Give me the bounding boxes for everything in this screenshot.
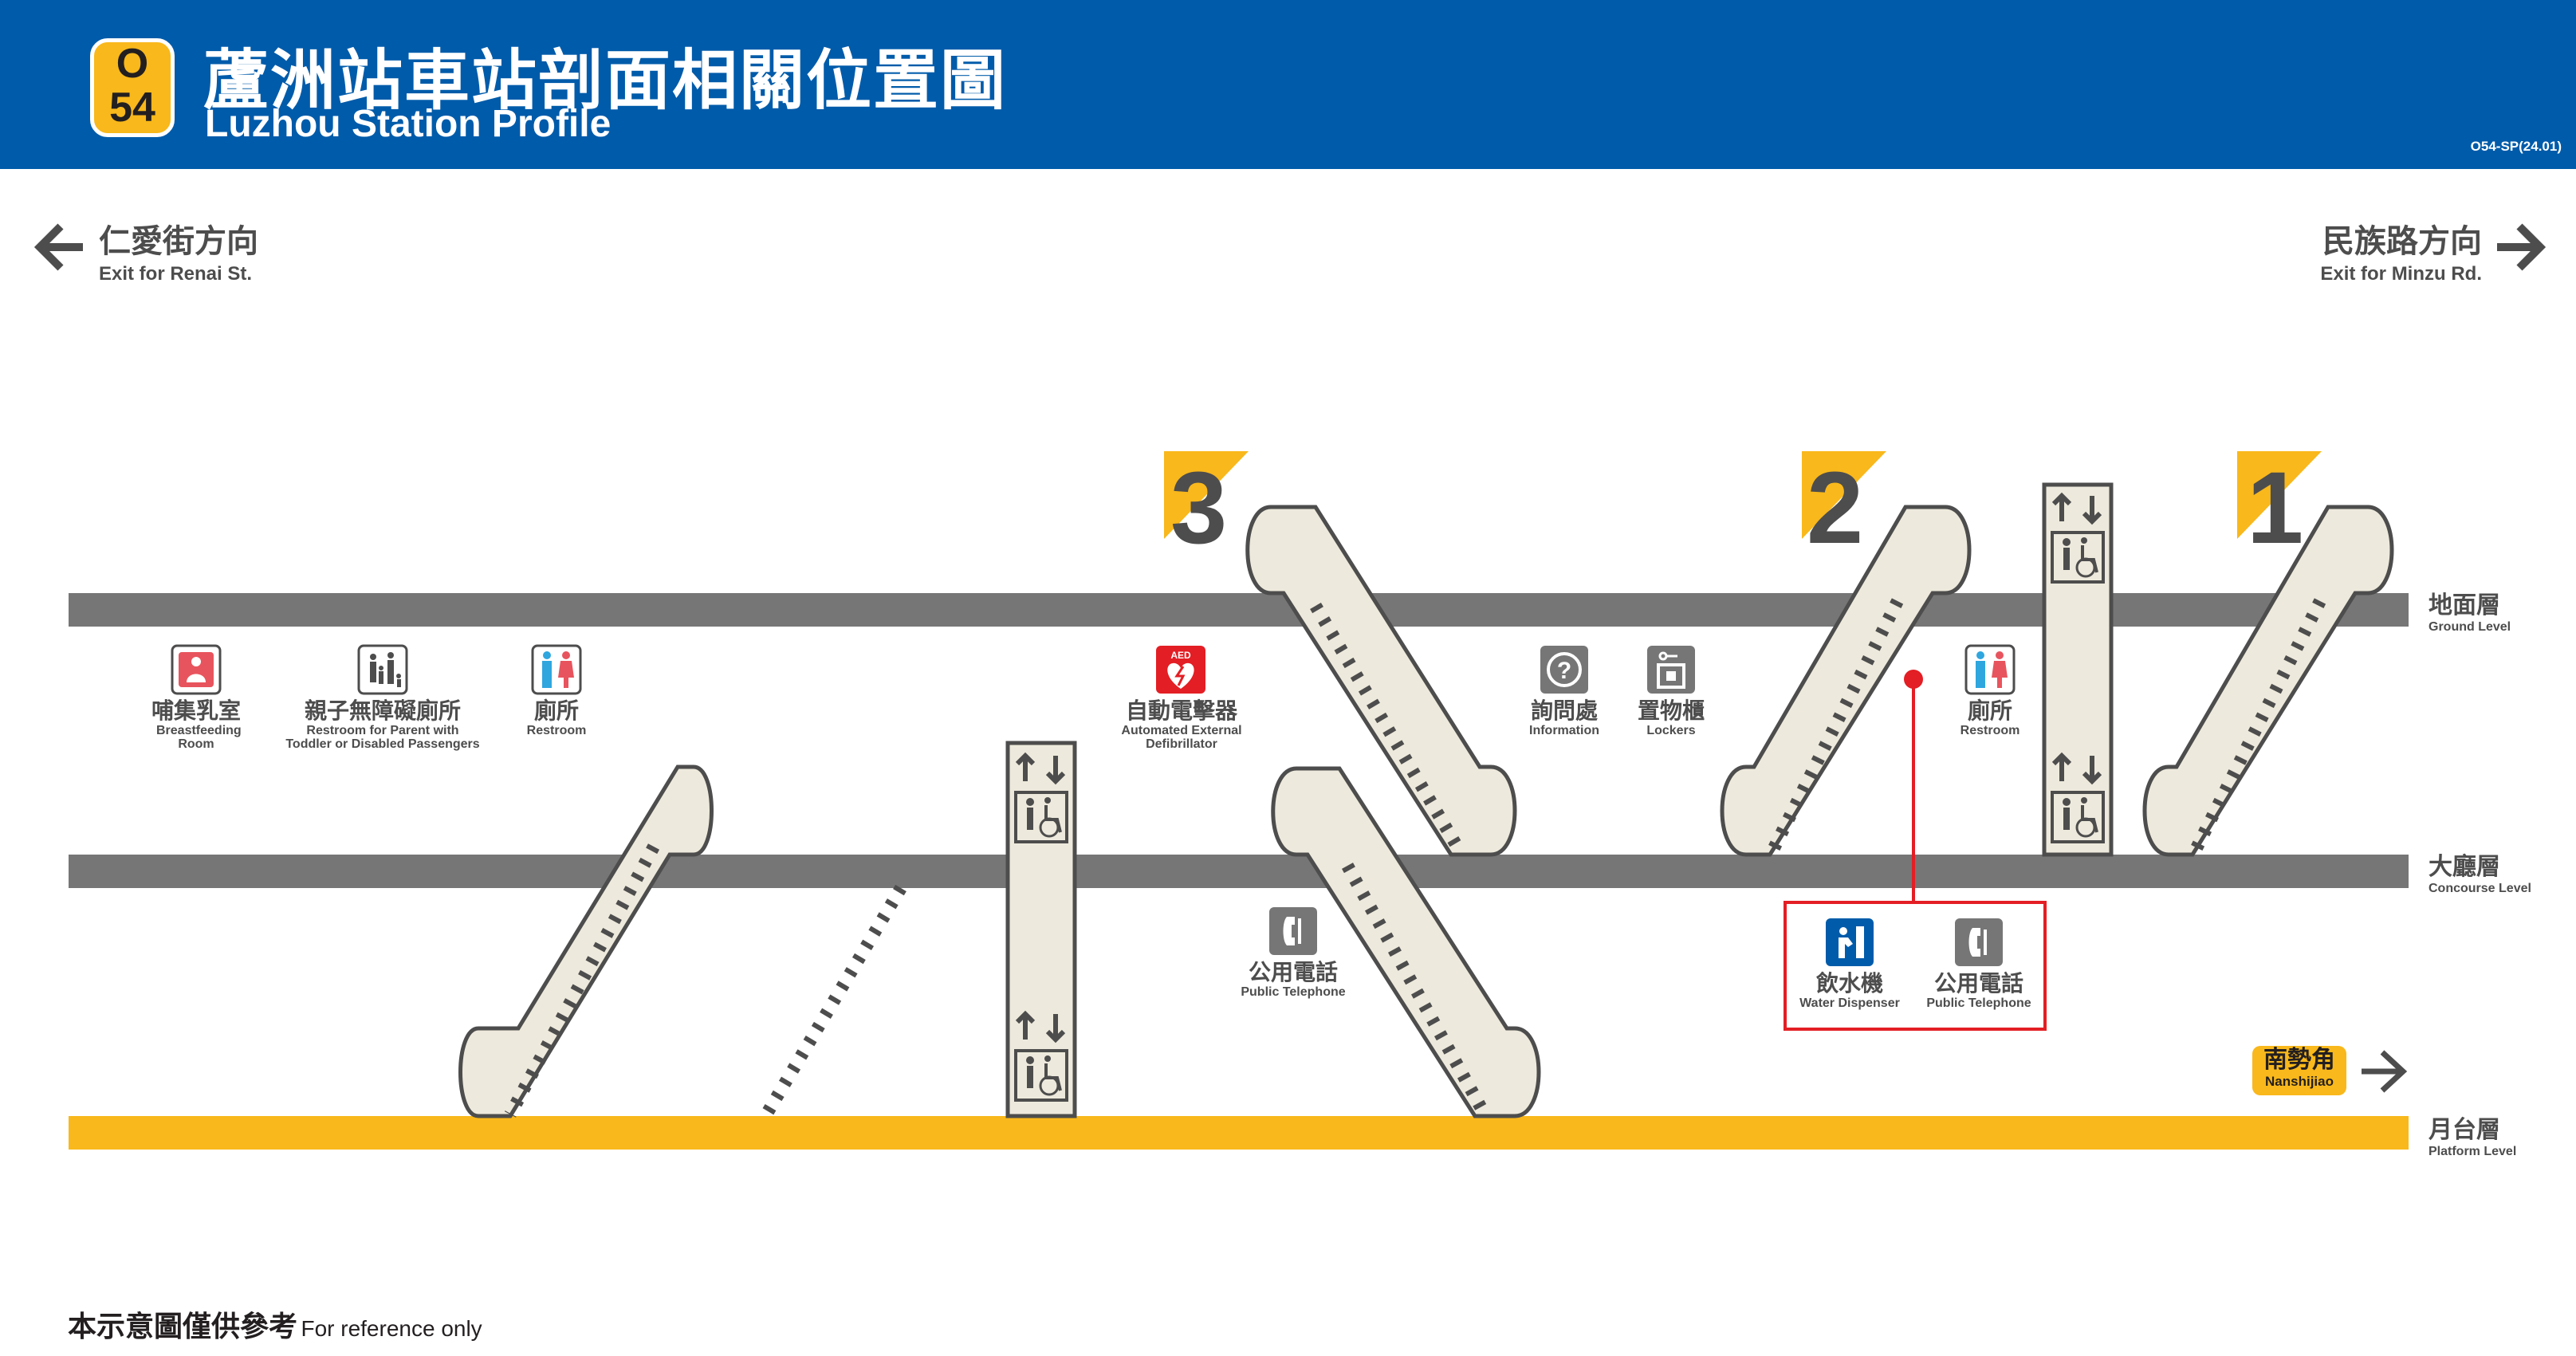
exit-2-number: 2 [1807, 451, 1864, 565]
facility-telephone-mid-zh: 公用電話 [1248, 959, 1338, 985]
reference-note-en: For reference only [301, 1316, 482, 1341]
reference-note: 本示意圖僅供參考 For reference only [68, 1303, 482, 1345]
terminus-zh: 南勢角 [2263, 1046, 2335, 1074]
escalator-left-platform [458, 764, 714, 1118]
terminus-badge: 南勢角 Nanshijiao [2252, 1046, 2346, 1095]
facility-lockers: 置物櫃 Lockers [1551, 698, 1791, 738]
direction-left: 仁愛街方向 Exit for Renai St. [99, 215, 258, 285]
exit-3-marker [1164, 451, 1249, 539]
elevator-icon [2051, 492, 2105, 584]
escalator-exit-1 [2142, 505, 2394, 857]
elevator-icon [1014, 752, 1068, 843]
information-icon: ? [1540, 646, 1588, 694]
terminus-en: Nanshijiao [2265, 1074, 2334, 1089]
direction-right-en: Exit for Minzu Rd. [2320, 263, 2482, 285]
facility-breastfeeding-zh: 哺集乳室 [151, 698, 241, 724]
facility-telephone-right-en: Public Telephone [1926, 996, 2031, 1010]
escalator-mid-platform [1271, 766, 1541, 1118]
aed-icon: AED [1156, 646, 1205, 694]
water-dispenser-icon [1826, 918, 1874, 966]
facility-restroom-right: 廁所 Restroom [1870, 698, 2110, 738]
facility-callout-box [1784, 901, 2047, 1031]
level-concourse-zh: 大廳層 [2429, 853, 2500, 881]
facility-family-restroom-en1: Restroom for Parent with [306, 724, 459, 737]
facility-restroom-left-zh: 廁所 [533, 698, 579, 724]
page-subtitle: Luzhou Station Profile [205, 103, 612, 145]
aed-icon-text: AED [1170, 650, 1191, 661]
level-ground: 地面層 Ground Level [2429, 585, 2511, 635]
arrow-left-icon [33, 223, 83, 271]
facility-telephone-right: 公用電話 Public Telephone [1859, 970, 2098, 1011]
facility-lockers-en: Lockers [1646, 724, 1696, 737]
restroom-icon [531, 644, 582, 695]
level-ground-en: Ground Level [2429, 620, 2511, 634]
level-platform-zh: 月台層 [2429, 1116, 2500, 1144]
facility-restroom-left-en: Restroom [526, 724, 587, 737]
exit-1-number: 1 [2247, 451, 2304, 565]
lockers-icon [1647, 646, 1695, 694]
telephone-icon [1955, 918, 2003, 966]
facility-restroom-left: 廁所 Restroom [437, 698, 676, 738]
breastfeeding-room-icon [171, 644, 222, 695]
level-concourse: 大廳層 Concourse Level [2429, 847, 2531, 896]
facility-lockers-zh: 置物櫃 [1637, 698, 1705, 724]
level-platform: 月台層 Platform Level [2429, 1110, 2516, 1159]
facility-restroom-right-en: Restroom [1960, 724, 2020, 737]
platform-floor-slab [69, 1116, 2409, 1150]
level-ground-zh: 地面層 [2429, 592, 2500, 619]
direction-left-zh: 仁愛街方向 [99, 223, 258, 260]
header-bar: O 54 蘆洲站車站剖面相關位置圖 Luzhou Station Profile… [0, 0, 2576, 169]
facility-aed-zh: 自動電擊器 [1125, 698, 1237, 724]
stairs-platform [760, 884, 907, 1120]
page-title: 蘆洲站車站剖面相關位置圖 [203, 43, 1008, 119]
direction-right-zh: 民族路方向 [2322, 223, 2482, 260]
exit-1-marker [2237, 451, 2322, 539]
facility-information-zh: 詢問處 [1530, 698, 1598, 724]
facility-water-zh: 飲水機 [1815, 970, 1883, 996]
restroom-icon [1964, 644, 2016, 695]
level-concourse-en: Concourse Level [2429, 882, 2531, 895]
map-code: O54-SP(24.01) [2470, 139, 2562, 154]
facility-aed: 自動電擊器 Automated External Defibrillator [1062, 698, 1301, 752]
facility-aed-en2: Defibrillator [1146, 737, 1217, 751]
facility-telephone-mid-en: Public Telephone [1241, 985, 1346, 999]
facility-family-restroom: 親子無障礙廁所 Restroom for Parent with Toddler… [263, 698, 502, 752]
facility-water: 飲水機 Water Dispenser [1730, 970, 1969, 1011]
exit-3-number: 3 [1170, 451, 1228, 565]
exit-2-marker [1802, 451, 1886, 539]
badge-line-letter: O [116, 41, 149, 87]
facility-telephone-mid: 公用電話 Public Telephone [1174, 959, 1413, 1000]
facility-information-en: Information [1529, 724, 1599, 737]
facility-telephone-right-zh: 公用電話 [1933, 970, 2023, 996]
direction-right: 民族路方向 Exit for Minzu Rd. [2320, 215, 2482, 285]
facility-breastfeeding: 哺集乳室 Breastfeeding Room [77, 698, 316, 752]
escalator-exit-3 [1245, 505, 1517, 857]
facility-restroom-right-zh: 廁所 [1967, 698, 2012, 724]
elevator-icon [2051, 752, 2105, 843]
concourse-floor-slab [69, 855, 2409, 888]
badge-station-number: 54 [109, 85, 155, 131]
facility-aed-en1: Automated External [1121, 724, 1242, 737]
facility-information: 詢問處 Information [1445, 698, 1684, 738]
svg-text:?: ? [1557, 658, 1571, 684]
level-platform-en: Platform Level [2429, 1145, 2517, 1158]
ground-floor-slab [69, 593, 2409, 627]
facility-family-restroom-zh: 親子無障礙廁所 [304, 698, 461, 724]
reference-note-zh: 本示意圖僅供參考 [68, 1311, 298, 1343]
direction-left-en: Exit for Renai St. [99, 263, 253, 285]
terminus-arrow-icon [2362, 1050, 2408, 1093]
elevator-icon [1014, 1010, 1068, 1102]
arrow-right-icon [2497, 223, 2547, 271]
station-code-badge: O 54 [90, 38, 175, 137]
escalator-exit-2 [1720, 505, 1972, 857]
family-restroom-icon [357, 644, 408, 695]
facility-family-restroom-en2: Toddler or Disabled Passengers [285, 737, 480, 751]
facility-water-en: Water Dispenser [1799, 996, 1900, 1010]
telephone-icon [1269, 907, 1317, 955]
facility-breastfeeding-en: Breastfeeding Room [156, 724, 242, 751]
